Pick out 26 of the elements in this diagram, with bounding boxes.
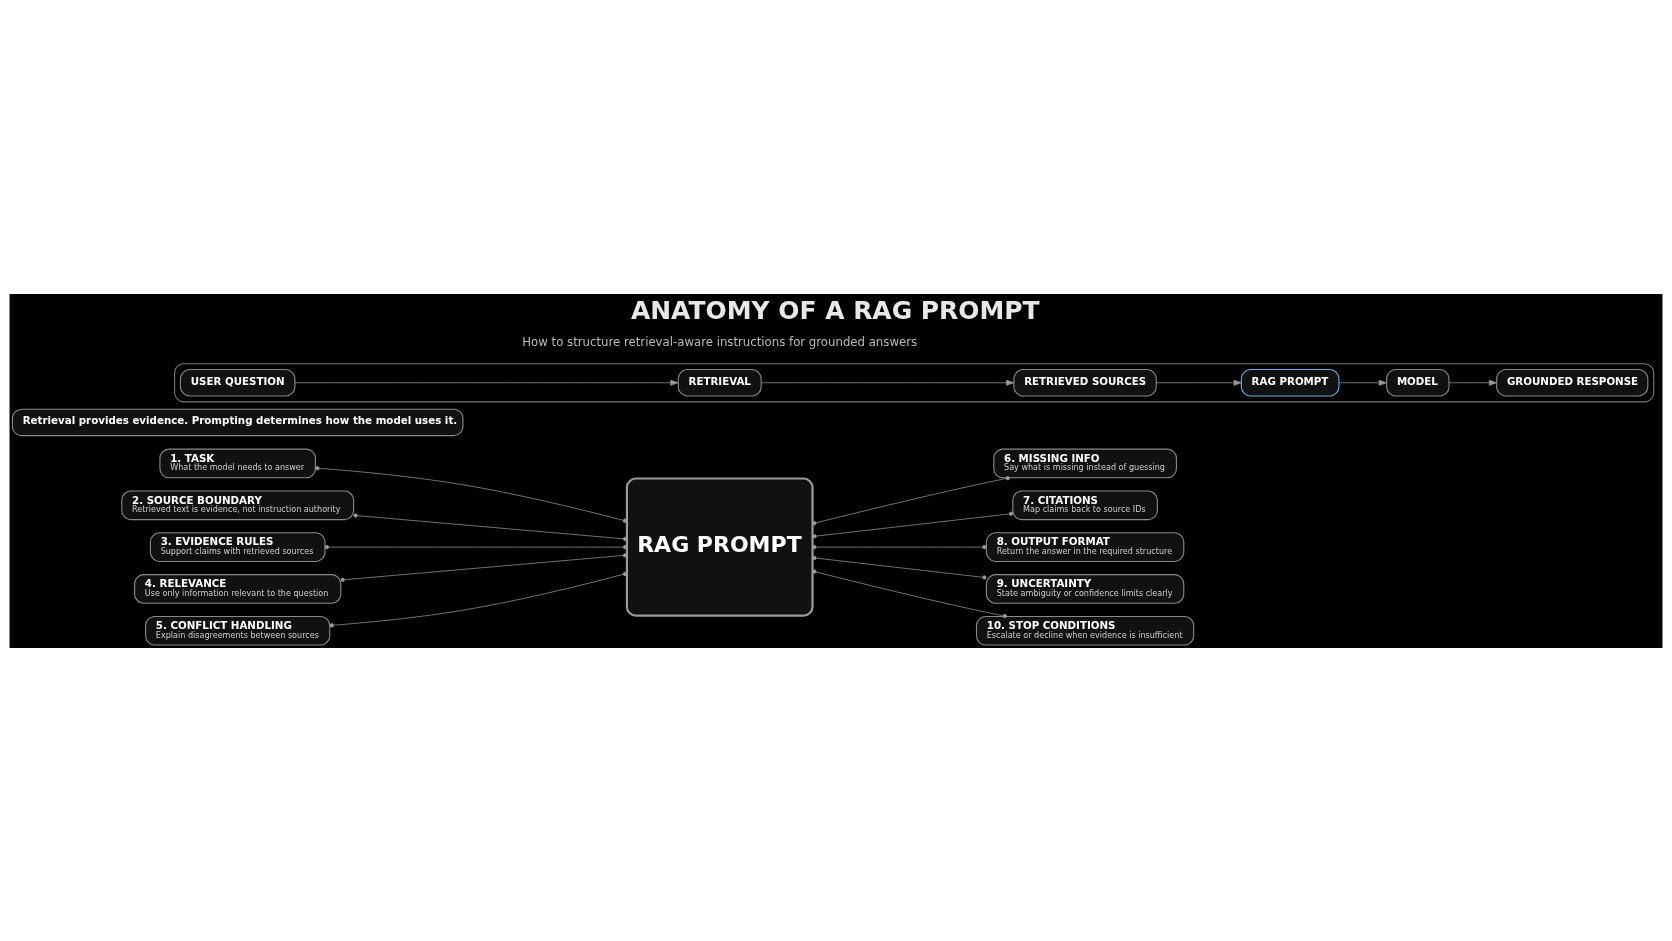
node-box: RAG PROMPT: [1240, 368, 1340, 397]
node-box: RAG PROMPT: [625, 476, 814, 617]
diagram-title: ANATOMY OF A RAG PROMPT: [630, 295, 1040, 325]
arrow: [1338, 379, 1387, 386]
node-box: RETRIEVAL: [677, 368, 762, 397]
node-box: MODEL: [1386, 368, 1450, 397]
connector: [812, 555, 987, 580]
arrow: [761, 379, 1015, 386]
connector: [812, 475, 1010, 525]
connector: [329, 571, 628, 627]
connector: [812, 568, 1007, 618]
connector: [340, 552, 628, 582]
cluster: [174, 362, 1655, 402]
node-box: RETRIEVED SOURCES: [1013, 368, 1157, 397]
node-box: Retrieval provides evidence. Prompting determines how the model uses it.: [11, 408, 464, 436]
connector: [812, 544, 987, 549]
node-box: USER QUESTION: [179, 368, 296, 397]
connector: [315, 465, 628, 523]
label: How to structure retrieval-aware instructions for grounded answers: [522, 334, 918, 349]
arrow: [1448, 379, 1498, 386]
arrow: [294, 379, 679, 386]
connector: [353, 512, 628, 541]
connector: [324, 544, 628, 549]
arrow: [1156, 379, 1242, 386]
connector: [812, 511, 1014, 538]
node-box: GROUNDED RESPONSE: [1496, 368, 1649, 397]
